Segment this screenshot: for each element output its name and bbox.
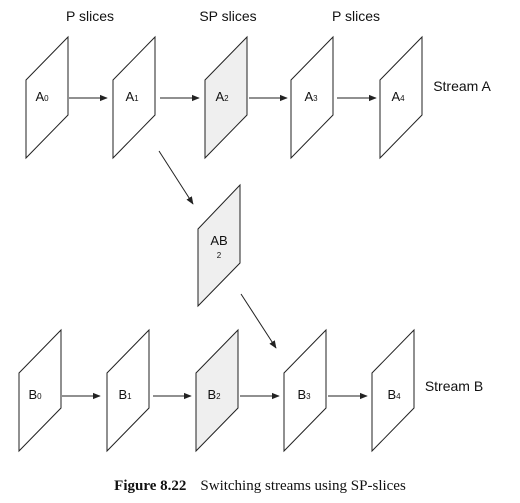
- frame-b0: B0: [18, 328, 62, 453]
- svg-text:B1: B1: [118, 387, 132, 402]
- figure-caption-text: Switching streams using SP-slices: [200, 478, 406, 494]
- frame-b1-sub: 1: [127, 392, 132, 401]
- frame-a4-label: A: [391, 89, 400, 104]
- header-sp-slices: SP slices: [199, 8, 256, 24]
- frame-ab2: AB 2: [197, 183, 241, 308]
- frame-b1: B1: [106, 328, 150, 453]
- figure-number: Figure 8.22: [114, 478, 187, 494]
- frame-b3: B3: [283, 328, 327, 453]
- frame-b2: B2: [195, 328, 239, 453]
- stream-b-label: Stream B: [425, 378, 483, 394]
- frame-b4-label: B: [387, 387, 396, 402]
- header-p-slices-left: P slices: [66, 8, 114, 24]
- svg-text:B0: B0: [28, 387, 42, 402]
- frame-a4-sub: 4: [400, 94, 405, 103]
- frame-a3-label: A: [304, 89, 313, 104]
- stream-a-label: Stream A: [433, 78, 491, 94]
- frame-a0-sub: 0: [44, 94, 49, 103]
- figure-caption: Figure 8.22 Switching streams using SP-sl…: [0, 478, 520, 495]
- arrow-a1-ab2: [158, 150, 194, 205]
- frame-a4: A4: [379, 35, 423, 160]
- svg-text:B3: B3: [297, 387, 311, 402]
- svg-text:B4: B4: [387, 387, 401, 402]
- frame-b1-label: B: [118, 387, 127, 402]
- frame-a2-sub: 2: [224, 94, 229, 103]
- frame-b2-sub: 2: [216, 392, 221, 401]
- frame-b0-sub: 0: [37, 392, 42, 401]
- frame-ab2-label: AB: [210, 233, 227, 248]
- frame-a3-sub: 3: [313, 94, 318, 103]
- frame-a3: A3: [290, 35, 334, 160]
- frame-a1-sub: 1: [134, 94, 139, 103]
- svg-text:A3: A3: [304, 89, 318, 104]
- frame-a1: A1: [112, 35, 156, 160]
- frame-b4-sub: 4: [396, 392, 401, 401]
- frame-b3-sub: 3: [306, 392, 311, 401]
- svg-text:A0: A0: [35, 89, 49, 104]
- arrow-ab2-b3: [240, 293, 277, 349]
- frame-a2-label: A: [215, 89, 224, 104]
- svg-text:A4: A4: [391, 89, 405, 104]
- frame-a2: A2: [204, 35, 248, 160]
- frame-a0-label: A: [35, 89, 44, 104]
- frame-ab2-sub: 2: [217, 251, 222, 260]
- svg-text:A1: A1: [125, 89, 139, 104]
- svg-text:B2: B2: [207, 387, 221, 402]
- frame-b3-label: B: [297, 387, 306, 402]
- frame-a0: A0: [25, 35, 69, 160]
- header-p-slices-right: P slices: [332, 8, 380, 24]
- frame-b4: B4: [371, 328, 415, 453]
- frame-a1-label: A: [125, 89, 134, 104]
- frame-b0-label: B: [28, 387, 37, 402]
- svg-text:A2: A2: [215, 89, 229, 104]
- frame-b2-label: B: [207, 387, 216, 402]
